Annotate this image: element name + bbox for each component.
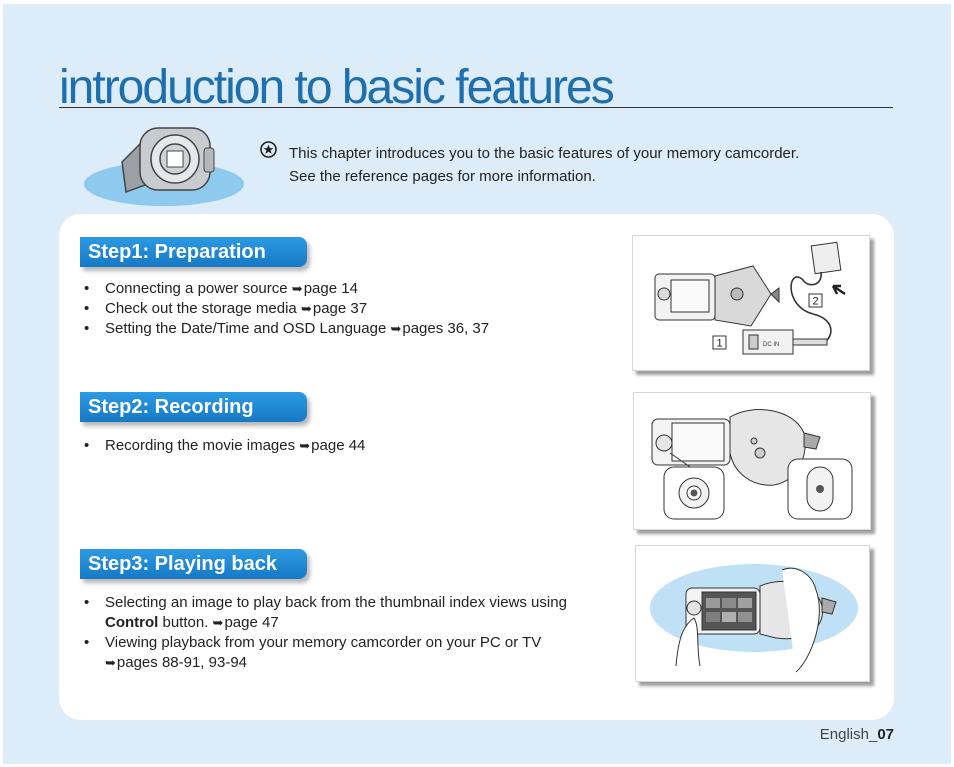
camcorder-front-illustration	[84, 127, 244, 206]
reference-arrow-icon: ➥	[390, 321, 402, 336]
dc-in-label: DC IN	[763, 342, 779, 348]
reference-arrow-icon: ➥	[105, 655, 116, 670]
bullet: •	[84, 634, 90, 651]
page-reference: page 44	[311, 437, 366, 454]
reference-arrow-icon: ➥	[300, 301, 312, 316]
footer-language: English_	[819, 726, 878, 743]
camcorder-power-illustration: DC IN 1 2	[654, 241, 846, 355]
bullet: •	[84, 437, 90, 454]
page-reference: pages 36, 37	[402, 320, 490, 337]
page-footer: English_07	[820, 726, 894, 743]
intro-text: This chapter introduces you to the basic…	[289, 142, 799, 188]
callout-1-box	[712, 335, 727, 350]
control-button-label: Control	[105, 614, 159, 631]
list-item: • Connecting a power source ➥page 14	[80, 279, 489, 299]
reference-arrow-icon: ➥	[291, 281, 303, 296]
step3-list: • Selecting an image to play back from th…	[80, 593, 600, 673]
list-item: • Recording the movie images ➥page 44	[80, 436, 365, 456]
item-text: Connecting a power source	[105, 280, 292, 297]
page-reference: page 47	[224, 614, 279, 631]
step2-list: • Recording the movie images ➥page 44	[80, 436, 365, 456]
item-text: Check out the storage media	[105, 300, 301, 317]
page-title: introduction to basic features	[59, 61, 615, 114]
star-icon	[260, 141, 277, 158]
playback-figure	[635, 545, 870, 682]
camcorder-record-illustration	[651, 409, 853, 520]
reference-arrow-icon: ➥	[212, 615, 224, 630]
intro-line-2: See the reference pages for more informa…	[289, 168, 596, 185]
step1-tab: Step1: Preparation	[80, 237, 307, 267]
page-number: 07	[877, 726, 894, 743]
bullet: •	[84, 280, 90, 297]
item-text: Selecting an image to play back from the…	[105, 594, 567, 611]
bullet: •	[84, 300, 90, 317]
recording-figure	[633, 392, 871, 530]
list-item: • Check out the storage media ➥page 37	[80, 299, 489, 319]
list-item: • Viewing playback from your memory camco…	[80, 633, 600, 673]
power-connection-figure: DC IN 1 2	[632, 235, 870, 371]
callout-2: 2	[812, 296, 818, 308]
callout-1: 1	[716, 338, 722, 350]
page-reference: page 37	[312, 300, 368, 317]
camcorder-playback-illustration	[650, 564, 858, 673]
list-item: •Setting the Date/Time and OSD Language …	[80, 319, 489, 339]
intro-line-1: This chapter introduces you to the basic…	[289, 145, 800, 162]
callout-2-box	[808, 293, 823, 308]
page-reference: pages 88-91, 93-94	[116, 654, 248, 671]
step1-list: •Connecting a power source ➥page 14 •Che…	[80, 279, 489, 339]
list-item: • Selecting an image to play back from th…	[80, 593, 600, 633]
bullet: •	[84, 594, 90, 611]
reference-arrow-icon: ➥	[299, 438, 311, 453]
title-rule	[59, 107, 893, 108]
item-text: button.	[158, 614, 213, 631]
step2-tab: Step2: Recording	[80, 392, 307, 422]
bullet: •	[84, 320, 90, 337]
item-text: Setting the Date/Time and OSD Language	[105, 320, 391, 337]
page-reference: page 14	[303, 280, 358, 297]
item-text: Recording the movie images	[105, 437, 300, 454]
step3-tab: Step3: Playing back	[80, 549, 307, 579]
item-text: Viewing playback from your memory camcor…	[105, 634, 542, 651]
